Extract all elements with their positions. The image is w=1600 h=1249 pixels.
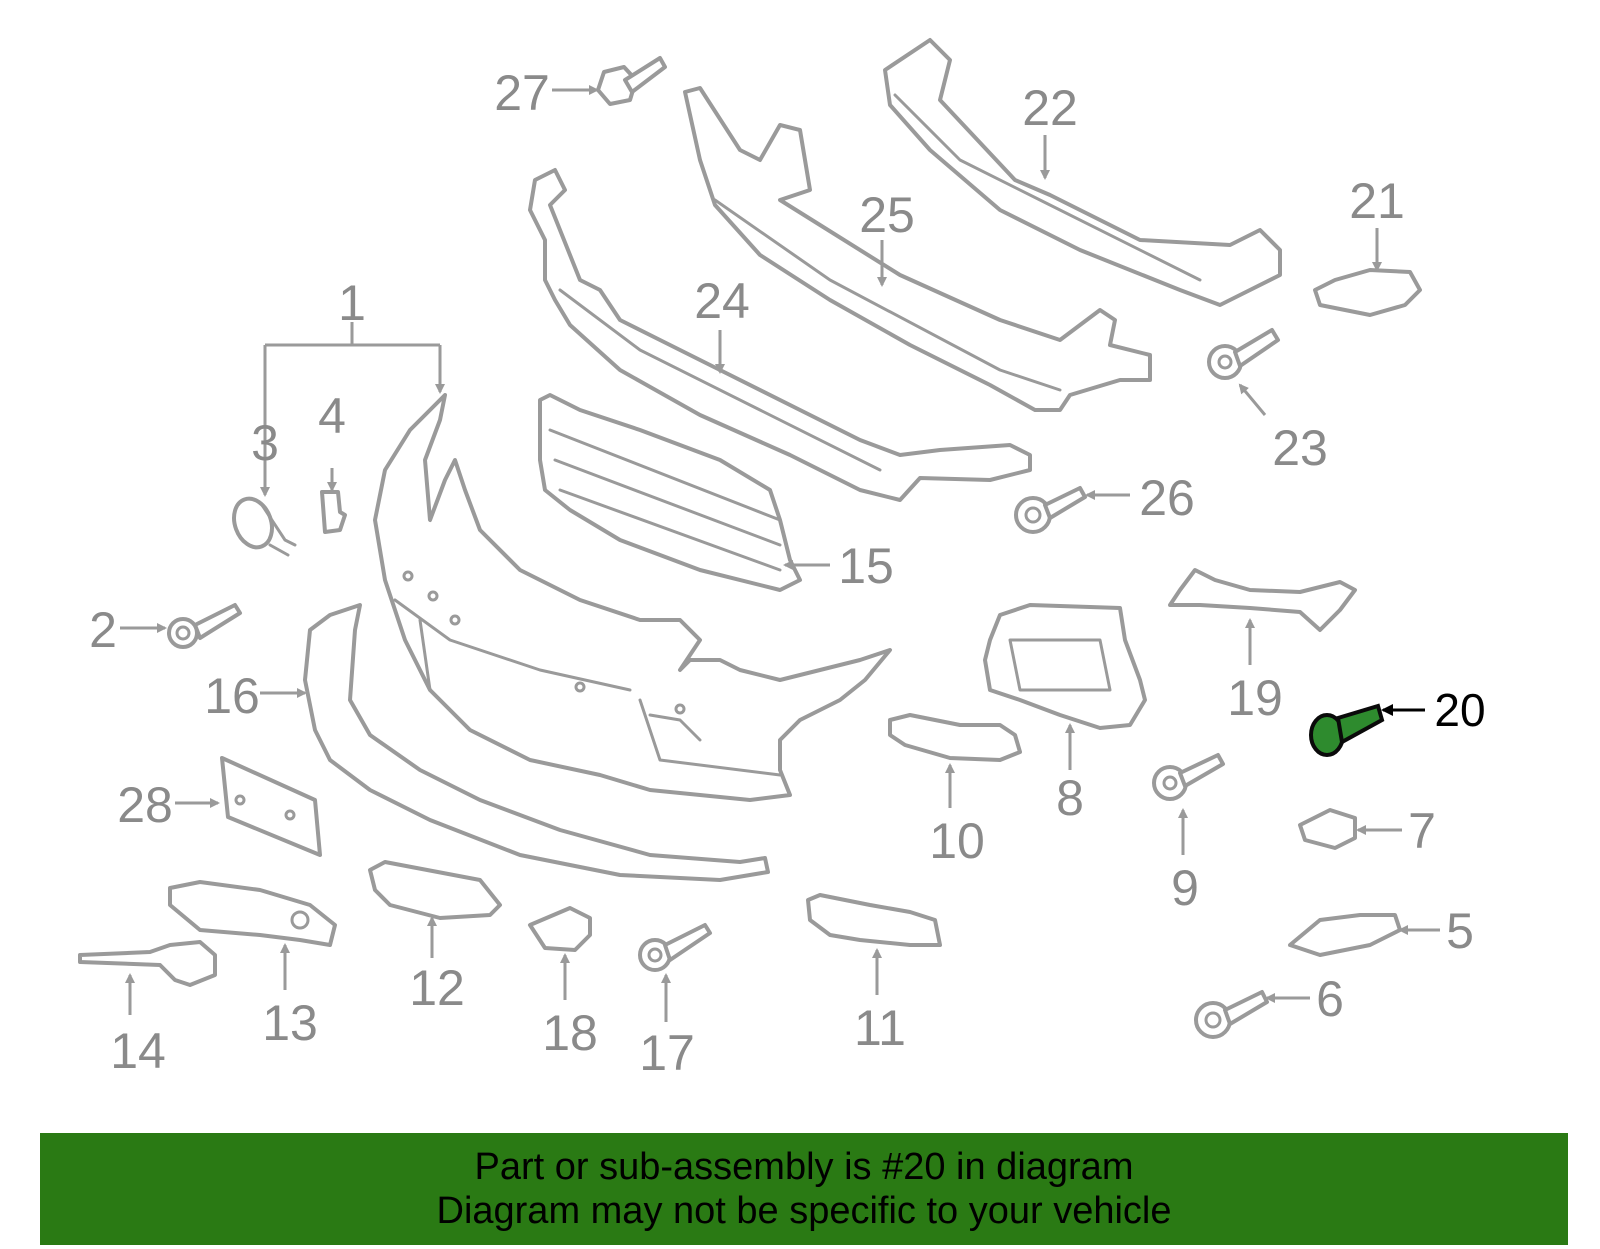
- part-24-absorber: [528, 168, 1032, 502]
- label-2: 2: [89, 602, 117, 658]
- callout-labels: 1 2 3 4 5 6 7 8 9 10 11 12 13 14 15 16 1…: [89, 65, 1485, 1081]
- label-25: 25: [859, 187, 915, 243]
- part-17-bolt: [638, 923, 712, 972]
- label-10: 10: [929, 813, 985, 869]
- part-4-clip: [320, 490, 347, 534]
- part-19-bracket: [1168, 568, 1357, 632]
- part-8-housing: [983, 603, 1147, 730]
- part-3-cap: [232, 496, 297, 557]
- label-16: 16: [204, 668, 260, 724]
- label-19: 19: [1227, 670, 1283, 726]
- part-16-spoiler: [303, 603, 770, 882]
- part-13-lower-grille: [168, 880, 337, 947]
- parts-diagram: 1 2 3 4 5 6 7 8 9 10 11 12 13 14 15 16 1…: [78, 38, 1486, 1081]
- label-6: 6: [1316, 971, 1344, 1027]
- label-20-highlighted: 20: [1434, 684, 1485, 736]
- part-5-bracket: [1288, 913, 1402, 957]
- label-28: 28: [117, 777, 173, 833]
- part-22-reinforcement: [883, 38, 1282, 307]
- label-1: 1: [338, 275, 366, 331]
- label-3: 3: [251, 415, 279, 471]
- banner-line-disclaimer: Diagram may not be specific to your vehi…: [436, 1190, 1172, 1232]
- label-5: 5: [1446, 903, 1474, 959]
- part-25-bumper-beam: [683, 86, 1152, 412]
- label-11: 11: [854, 1000, 906, 1056]
- part-9-bolt: [1152, 753, 1225, 801]
- part-10-bracket: [888, 713, 1022, 762]
- part-7-clip: [1298, 808, 1357, 850]
- part-6-bolt: [1194, 990, 1269, 1039]
- part-2-bolt: [167, 603, 242, 649]
- part-18-clip: [528, 906, 592, 952]
- label-15: 15: [838, 538, 894, 594]
- label-4: 4: [318, 388, 346, 444]
- part-1-bumper-cover: [373, 393, 892, 802]
- label-24: 24: [694, 273, 750, 329]
- part-23-bolt: [1207, 328, 1280, 380]
- part-15-grille: [538, 393, 802, 592]
- label-9: 9: [1171, 860, 1199, 916]
- label-27: 27: [494, 65, 550, 121]
- label-17: 17: [639, 1025, 695, 1081]
- label-13: 13: [262, 995, 318, 1051]
- part-21-bracket: [1313, 268, 1422, 317]
- label-26: 26: [1139, 470, 1195, 526]
- leader-lines: [120, 85, 1440, 1022]
- part-27-bolt: [596, 56, 667, 106]
- part-12-insert: [368, 860, 502, 920]
- label-14: 14: [110, 1023, 166, 1079]
- part-20-bolt-highlighted: [1309, 703, 1385, 757]
- label-21: 21: [1349, 173, 1405, 229]
- info-banner: Part or sub-assembly is #20 in diagram D…: [40, 1133, 1568, 1245]
- label-23: 23: [1272, 420, 1328, 476]
- banner-line-part: Part or sub-assembly is #20 in diagram: [474, 1146, 1134, 1188]
- part-28-plate-bracket: [220, 756, 322, 857]
- part-11-bracket: [806, 893, 942, 947]
- label-8: 8: [1056, 770, 1084, 826]
- part-14-trim: [78, 940, 217, 987]
- label-7: 7: [1408, 803, 1436, 859]
- label-22: 22: [1022, 80, 1078, 136]
- part-26-bolt: [1014, 486, 1087, 534]
- label-18: 18: [542, 1005, 598, 1061]
- label-12: 12: [409, 960, 465, 1016]
